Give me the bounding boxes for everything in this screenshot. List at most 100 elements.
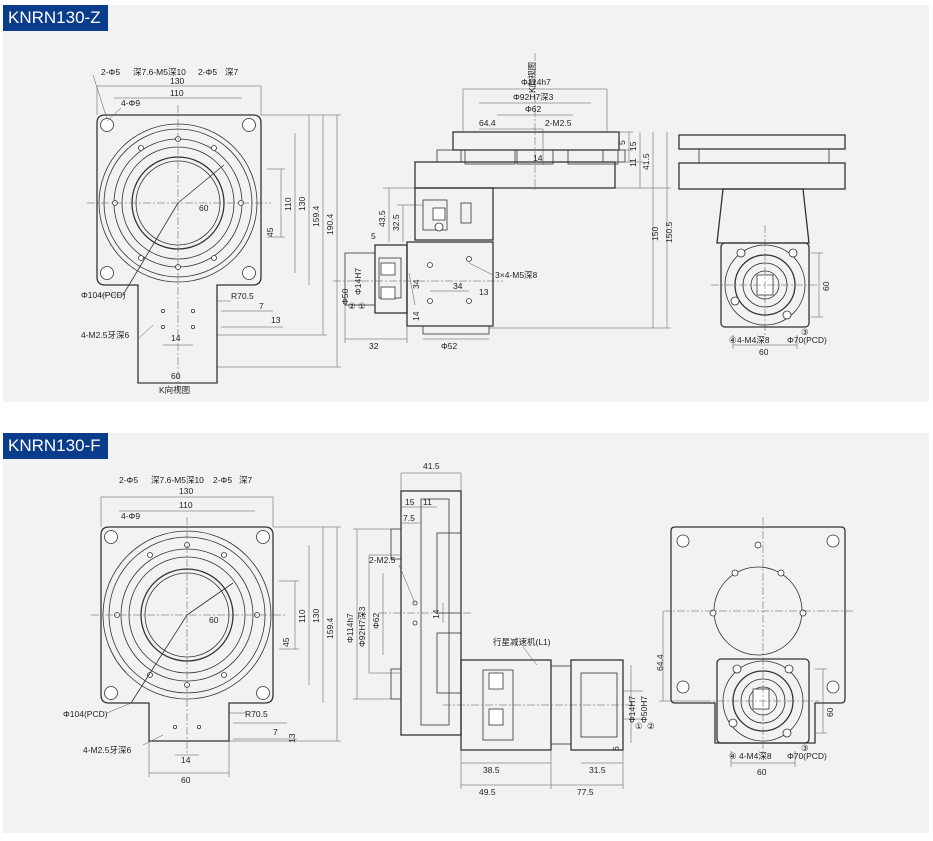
dim-15: 15: [628, 141, 638, 151]
label-pin-holes-b: 2-Φ5: [213, 475, 232, 485]
dim-34b: 34: [453, 281, 463, 291]
label-pcd104: Φ104(PCD): [81, 290, 126, 300]
label-m5-holes: 深7.6-M5深10: [133, 67, 186, 77]
dim-11: 11: [628, 158, 638, 167]
dim-5-left: 5: [371, 231, 376, 241]
dim-13: 13: [479, 287, 489, 297]
dim-64-4: 64.4: [655, 654, 665, 671]
dim-14: 14: [181, 755, 191, 765]
dim-49-5: 49.5: [479, 787, 496, 797]
side-view: 41.5 15 11 7.5 2-M2.5 Φ114h7 Φ92H7深3 Φ62…: [345, 461, 655, 797]
label-reducer: 行星减速机(L1): [493, 637, 551, 647]
dim-15: 15: [405, 497, 415, 507]
drawing-knrn130-f: 2-Φ5 深7.6-M5深10 2-Φ5 深7 130 110 4-Φ9 60 …: [63, 461, 853, 797]
label-4-m4: 4-M4深8: [739, 751, 772, 761]
dim-32-5: 32.5: [391, 214, 401, 231]
label-pin-holes-a: 2-Φ5: [119, 475, 138, 485]
dim-60: 60: [209, 615, 219, 625]
dim-7: 7: [273, 727, 278, 737]
label-circ-2: ②: [348, 301, 356, 311]
drawing-knrn130-z: 2-Φ5 深7.6-M5深10 2-Φ5 深7 130 110 4-Φ9 60 …: [81, 53, 846, 395]
label-m5-holes: 深7.6-M5深10: [151, 475, 204, 485]
label-3x4-m5: 3×4-M5深8: [495, 270, 538, 280]
label-r70-5: R70.5: [231, 291, 254, 301]
dim-phi14h7: Φ14H7: [353, 268, 363, 295]
dim-130: 130: [179, 486, 193, 496]
dim-64-4: 64.4: [479, 118, 496, 128]
dim-130: 130: [170, 76, 184, 86]
dim-43-5: 43.5: [377, 210, 387, 227]
dim-77-5: 77.5: [577, 787, 594, 797]
dim-phi14h7: Φ14H7: [627, 696, 637, 723]
dim-phi114h7: Φ114h7: [345, 613, 355, 643]
dim-159-4: 159.4: [311, 205, 321, 227]
label-pcd70: Φ70(PCD): [787, 751, 827, 761]
label-k-view-top: K向视图: [527, 62, 537, 93]
dim-38-5: 38.5: [483, 765, 500, 775]
dim-32: 32: [369, 341, 379, 351]
dim-14: 14: [533, 153, 543, 163]
label-circ-1: ①: [635, 721, 643, 731]
label-circ-4: ④: [729, 751, 737, 761]
dim-phi62: Φ62: [525, 104, 542, 114]
dim-bottom-60: 60: [757, 767, 767, 777]
dim-13: 13: [271, 315, 281, 325]
label-k-view: K向视图: [159, 385, 190, 395]
end-view: 64.4 60 4-M4深8 Φ70(PCD) 60 ③ ④: [655, 517, 853, 777]
dim-v130: 130: [297, 197, 307, 211]
dim-159-4: 159.4: [325, 617, 335, 639]
panel-title: KNRN130-F: [3, 433, 108, 459]
side-view: K向视图 Φ114h7 Φ92H7深3 Φ62 64.4 2-M2.5 14 5…: [333, 53, 674, 351]
dim-7: 7: [259, 301, 264, 311]
dim-14b: 14: [411, 311, 421, 321]
panel-knrn130-f: KNRN130-F: [3, 433, 929, 833]
label-circ-4: ④: [729, 335, 737, 345]
dim-45: 45: [281, 637, 291, 647]
front-view: 2-Φ5 深7.6-M5深10 2-Φ5 深7 130 110 4-Φ9 60 …: [63, 475, 341, 785]
dim-41-5: 41.5: [641, 153, 651, 170]
dim-14: 14: [431, 609, 441, 619]
dim-phi52: Φ52: [441, 341, 458, 351]
label-depth7: 深7: [225, 67, 239, 77]
front-view: 2-Φ5 深7.6-M5深10 2-Φ5 深7 130 110 4-Φ9 60 …: [81, 67, 341, 395]
label-2-m2-5: 2-M2.5: [545, 118, 572, 128]
label-depth7: 深7: [239, 475, 253, 485]
label-4-phi9: 4-Φ9: [121, 511, 140, 521]
dim-v130: 130: [311, 609, 321, 623]
panel-title: KNRN130-Z: [3, 5, 108, 31]
dim-45: 45: [265, 227, 275, 237]
end-view: 60 4-M4深8 Φ70(PCD) 60 ③ ④: [678, 134, 846, 357]
dim-phi50: Φ50H7: [639, 696, 649, 723]
dim-150-5: 150.5: [664, 221, 674, 243]
dim-110: 110: [179, 500, 193, 510]
dim-190-4: 190.4: [325, 213, 335, 235]
dim-phi50: Φ50: [340, 288, 350, 305]
dim-phi114h7: Φ114h7: [521, 77, 551, 87]
label-2-m2-5: 2-M2.5: [369, 555, 396, 565]
dim-60: 60: [199, 203, 209, 213]
label-circ-1: ①: [358, 301, 366, 311]
label-4-m4: 4-M4深8: [737, 335, 770, 345]
label-circ-3: ③: [801, 327, 809, 337]
label-pcd104: Φ104(PCD): [63, 709, 108, 719]
dim-60: 60: [825, 707, 835, 717]
dim-phi62: Φ62: [371, 612, 381, 629]
label-pin-holes-a: 2-Φ5: [101, 67, 120, 77]
dim-110: 110: [170, 88, 184, 98]
dim-41-5: 41.5: [423, 461, 440, 471]
dim-bottom-60: 60: [759, 347, 769, 357]
dim-34a: 34: [411, 279, 421, 289]
label-r70-5: R70.5: [245, 709, 268, 719]
dim-phi92h7: Φ92H7深3: [357, 606, 367, 647]
label-pin-holes-b: 2-Φ5: [198, 67, 217, 77]
dim-bottom-60: 60: [171, 371, 181, 381]
dim-150: 150: [650, 227, 660, 241]
dim-6: 6: [611, 746, 621, 751]
dim-13: 13: [287, 733, 297, 743]
label-4-phi9: 4-Φ9: [121, 98, 140, 108]
label-m2-5: 4-M2.5牙深6: [81, 330, 129, 340]
dim-31-5: 31.5: [589, 765, 606, 775]
dim-11: 11: [423, 497, 432, 507]
label-circ-2: ②: [647, 721, 655, 731]
dim-v110: 110: [283, 197, 293, 211]
